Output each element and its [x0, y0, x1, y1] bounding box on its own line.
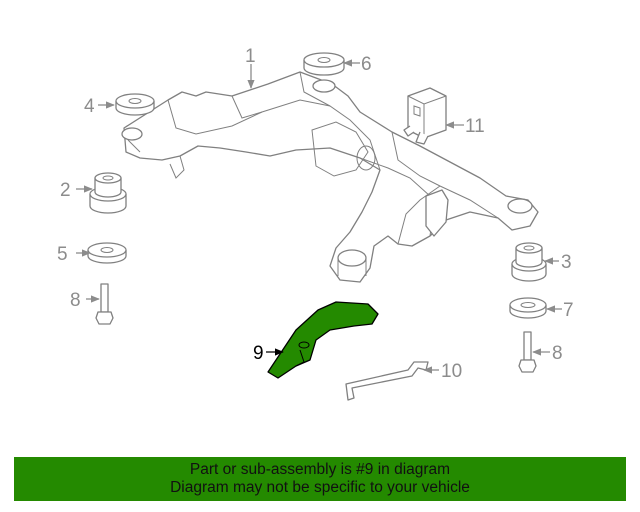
- bolt-8-left: [95, 283, 114, 325]
- callout-5: 5: [57, 244, 68, 265]
- callout-9: 9: [253, 343, 264, 364]
- crossmember-subframe: [121, 71, 539, 283]
- callout-4: 4: [84, 96, 95, 117]
- callout-3: 3: [561, 252, 572, 273]
- callout-1: 1: [245, 46, 256, 67]
- callout-labels: 1 2 3 4 5 6 7 8 8 9 10 11: [57, 46, 574, 382]
- bushing-2: [89, 172, 127, 214]
- bushing-4: [115, 93, 155, 116]
- banner-line-1: Part or sub-assembly is #9 in diagram: [189, 461, 451, 478]
- part-info-banner: Part or sub-assembly is #9 in diagram Di…: [14, 457, 626, 501]
- bolt-8-right: [518, 331, 537, 373]
- bushing-7: [509, 297, 547, 319]
- bracket-10: [345, 361, 429, 401]
- module-11: [403, 87, 447, 145]
- callout-8-right: 8: [552, 343, 563, 364]
- callout-10: 10: [441, 361, 462, 382]
- callout-2: 2: [60, 180, 71, 201]
- bushing-5: [87, 242, 127, 264]
- bushing-6: [303, 52, 345, 76]
- callout-6: 6: [361, 54, 372, 75]
- callout-8-left: 8: [70, 290, 81, 311]
- bracket-9-highlighted: [267, 301, 379, 379]
- banner-line-2: Diagram may not be specific to your vehi…: [170, 479, 470, 496]
- callout-leaders: [76, 59, 562, 374]
- callout-11: 11: [465, 116, 485, 137]
- callout-7: 7: [563, 300, 574, 321]
- bushing-3: [511, 242, 547, 282]
